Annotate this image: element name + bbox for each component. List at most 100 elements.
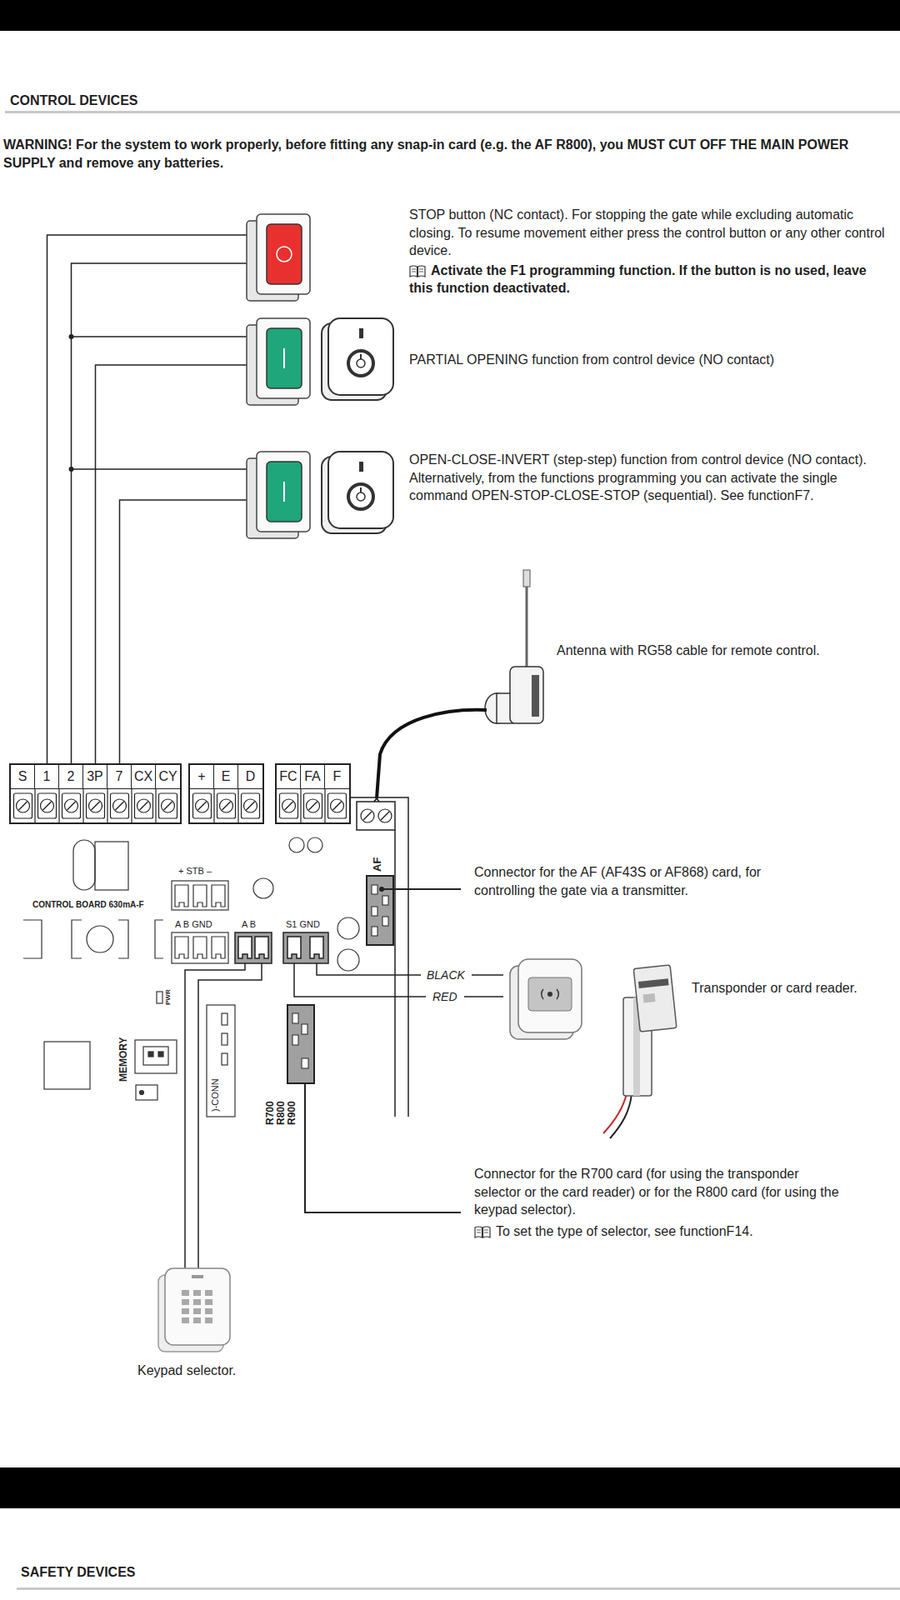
keypad-icon <box>205 1317 213 1324</box>
keypad-icon <box>205 1299 213 1305</box>
terminal-screw <box>86 793 105 819</box>
board-hole <box>253 878 274 899</box>
terminal-screw <box>282 799 296 813</box>
keypad-icon <box>181 1290 213 1324</box>
transponder-icon <box>547 991 553 997</box>
fuse <box>73 840 95 890</box>
pin-label: A B GND <box>175 918 213 931</box>
board-component-outline <box>23 920 42 959</box>
terminal-label: FA <box>300 765 325 789</box>
r700-card-connector <box>292 1035 299 1045</box>
push-button-icon <box>246 318 310 405</box>
terminal-screws <box>276 789 350 823</box>
antenna-terminal <box>378 809 392 823</box>
key-selector-icon <box>321 318 394 400</box>
leader-line <box>305 1068 461 1213</box>
terminal-divider <box>130 789 132 823</box>
terminal-screw <box>16 799 30 813</box>
memory-connector <box>158 1051 164 1057</box>
pin-label: + STB – <box>178 865 212 878</box>
fuse <box>95 841 129 890</box>
card-label: R900 <box>286 1100 298 1125</box>
terminal-screw <box>195 799 210 813</box>
keypad-icon <box>193 1299 201 1305</box>
terminal-screw <box>328 793 347 819</box>
terminal-screw <box>110 793 130 819</box>
antenna-cable <box>367 710 487 810</box>
terminal-label-row: S123P7CXCY <box>10 765 180 789</box>
terminal-screw <box>193 793 212 819</box>
antenna-icon <box>525 586 529 671</box>
transponder-icon <box>528 977 572 1011</box>
keypad-wire <box>185 963 262 1269</box>
terminal-screw <box>333 801 342 810</box>
terminal-screw-row <box>10 788 180 823</box>
terminal-screw <box>306 799 320 813</box>
terminal-screw <box>304 793 323 819</box>
transponder-icon <box>541 989 544 1000</box>
terminal-screw <box>113 799 127 813</box>
junction-dot <box>69 466 75 472</box>
terminal-label: 2 <box>59 765 84 789</box>
pin-label: A B <box>241 918 256 931</box>
leader-dot <box>379 886 385 892</box>
keypad-description: Keypad selector. <box>137 1361 236 1380</box>
board-hole <box>337 949 360 971</box>
terminal-screw <box>140 801 149 810</box>
antenna-terminal <box>356 801 395 830</box>
terminal-screw <box>309 801 318 810</box>
pin-label: S1 GND <box>285 918 320 931</box>
transponder-icon <box>518 959 582 1033</box>
footer-bar <box>0 1467 900 1509</box>
reader-connector <box>283 932 329 964</box>
card-reader-icon <box>638 978 670 989</box>
board-hole <box>337 917 360 940</box>
antenna-icon <box>485 570 544 724</box>
keypad-wire <box>198 963 262 1269</box>
terminal-label: E <box>214 765 239 789</box>
board-hole <box>307 837 323 853</box>
pwr-led <box>156 991 163 1004</box>
keypad-icon <box>181 1317 190 1324</box>
terminal-screw <box>14 793 33 819</box>
key-selector-icon <box>321 451 394 534</box>
af-card-connector <box>371 926 378 936</box>
antenna-terminal <box>356 801 395 830</box>
heading-rule <box>5 110 900 114</box>
terminal-block: +ED <box>188 763 265 825</box>
transponder-icon <box>510 959 582 1040</box>
board-component-outline <box>155 920 164 959</box>
antenna-icon <box>531 675 540 717</box>
af-card-connector <box>371 885 378 895</box>
programming-note: Activate the F1 programming function. If… <box>409 261 888 298</box>
board-component-outline <box>118 920 129 959</box>
terminal-screw <box>159 793 178 819</box>
stb-connector <box>193 885 207 907</box>
memory-connector <box>140 1090 145 1095</box>
keypad-icon <box>205 1308 213 1315</box>
terminal-label: CY <box>155 765 180 789</box>
memory-connector <box>135 1040 177 1074</box>
terminal-screw <box>14 793 33 819</box>
terminal-label-row: FCFAF <box>276 765 350 789</box>
terminal-divider <box>106 789 108 823</box>
terminal-screw <box>38 793 57 819</box>
terminal-screw-row <box>276 788 350 823</box>
abgnd-connector <box>175 936 189 959</box>
antenna-description: Antenna with RG58 cable for remote contr… <box>556 641 890 660</box>
section-heading: SAFETY DEVICES <box>20 1563 136 1582</box>
control-wire <box>47 235 248 764</box>
control-wire <box>71 263 248 764</box>
reader-wire <box>471 974 504 976</box>
pwr-led <box>156 991 163 1004</box>
card-reader-icon <box>610 1093 632 1139</box>
terminal-divider <box>237 789 239 823</box>
memory-connector <box>148 1051 154 1057</box>
abgnd-connector <box>193 936 207 959</box>
terminal-label: FC <box>276 765 301 789</box>
board-hole <box>289 837 305 853</box>
abgnd-connector <box>171 932 229 964</box>
warning-note: WARNING! For the system to work properly… <box>3 135 894 172</box>
programming-note: To set the type of selector, see functio… <box>474 1222 845 1241</box>
reader-connector <box>283 932 329 964</box>
